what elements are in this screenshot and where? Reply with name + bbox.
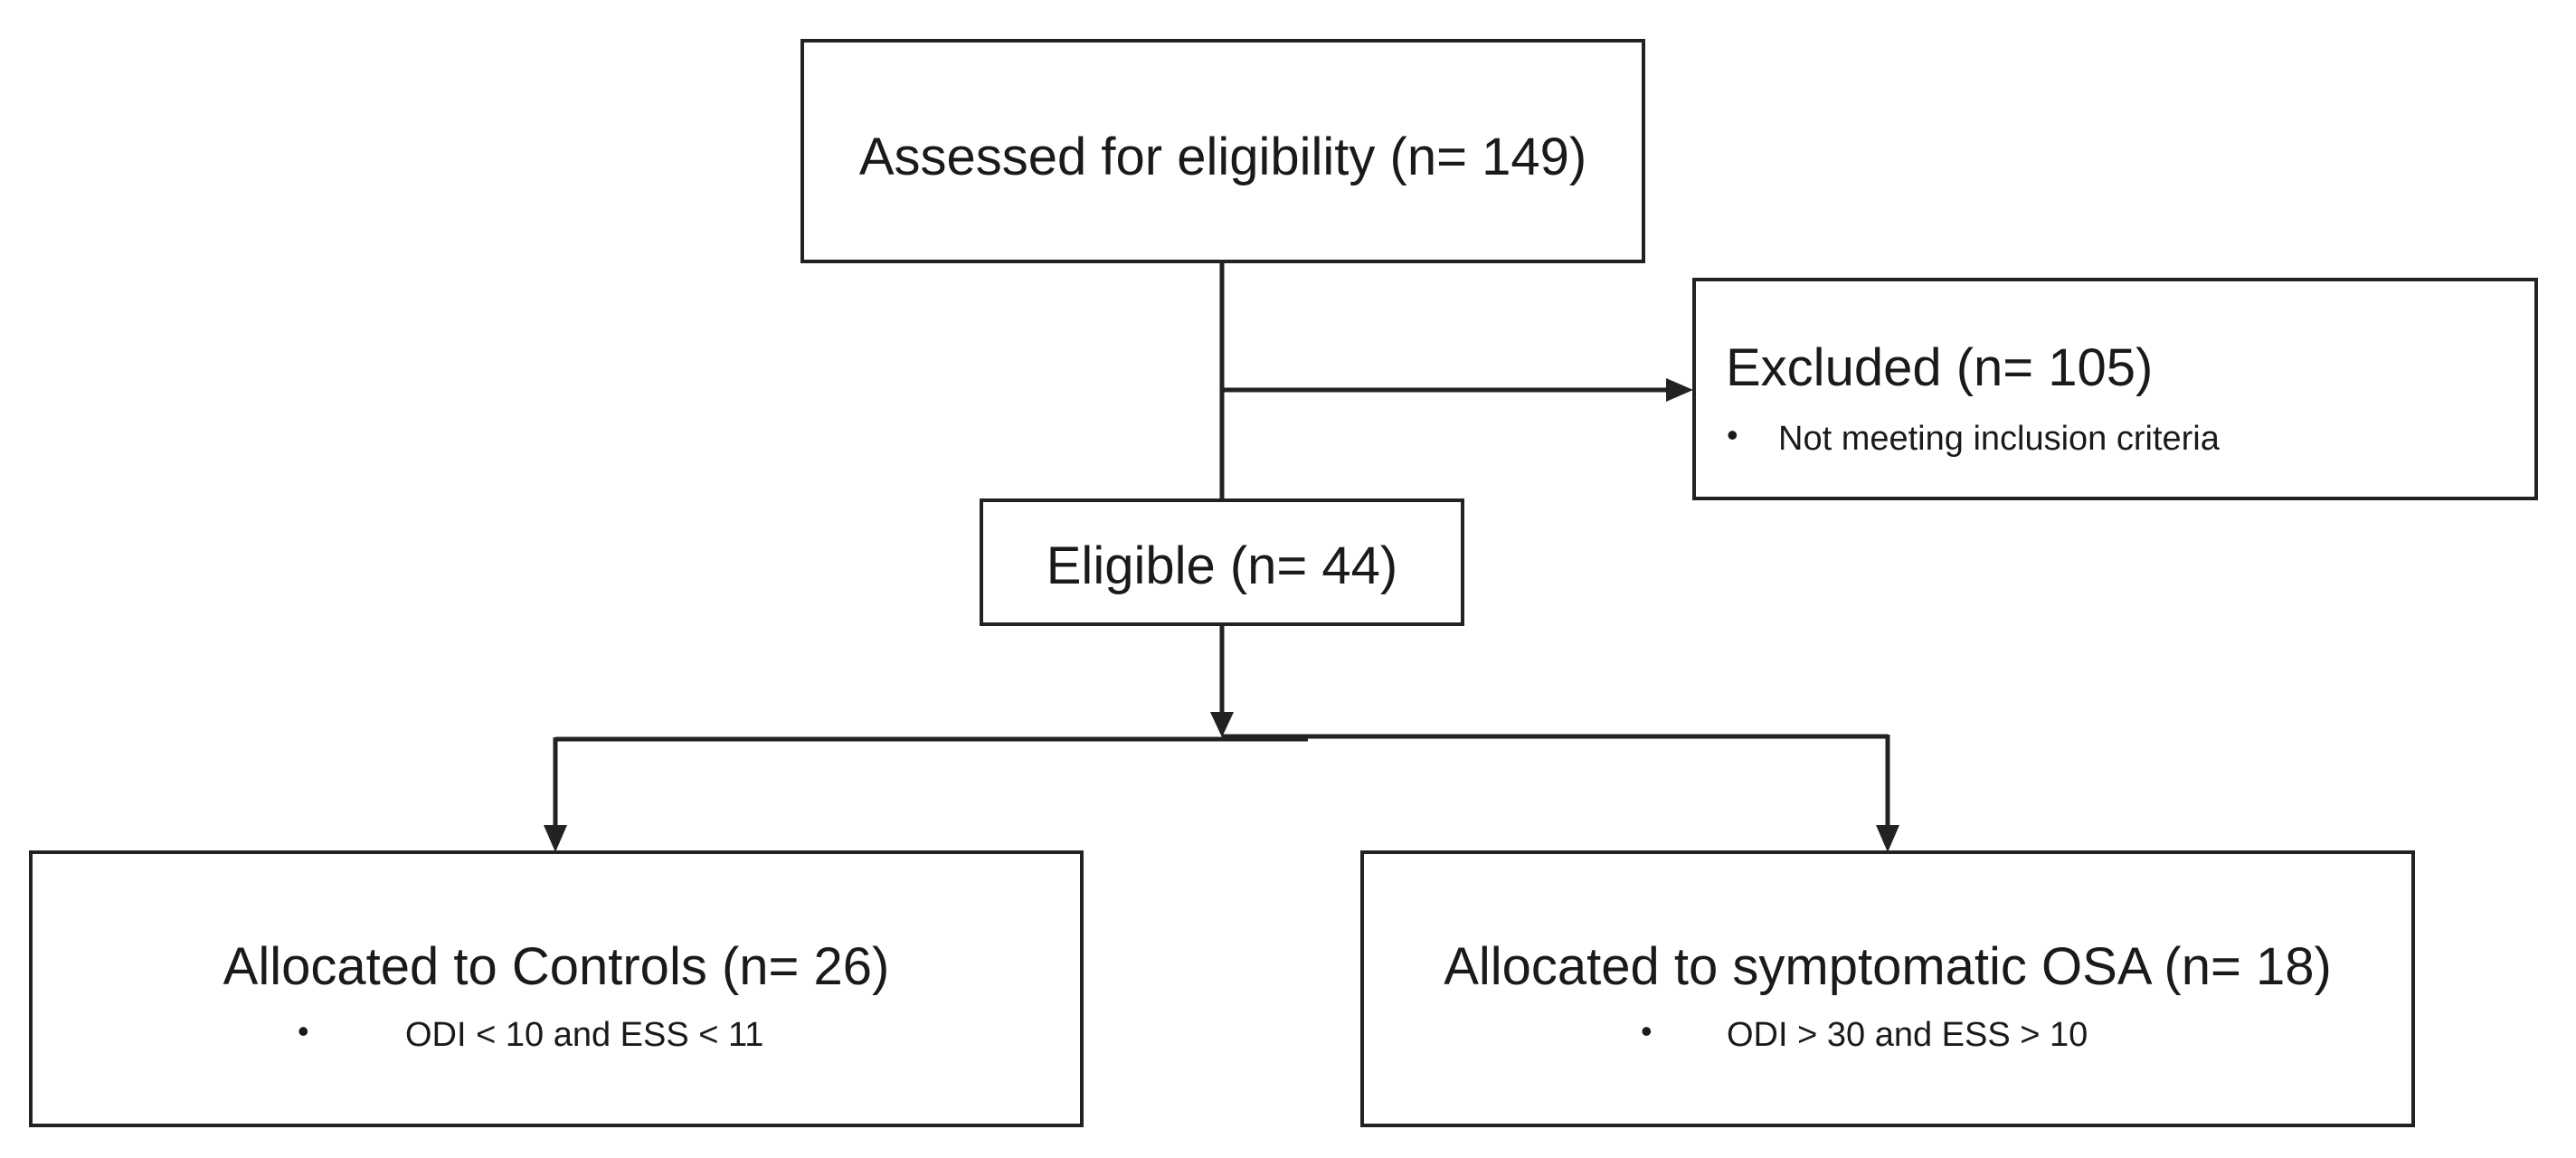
arrow-to-excluded bbox=[1666, 378, 1693, 402]
controls-bullet: • bbox=[298, 1012, 309, 1049]
osa-box: Allocated to symptomatic OSA (n= 18) • O… bbox=[1360, 850, 2415, 1127]
osa-bullet: • bbox=[1641, 1012, 1653, 1049]
eligible-title: Eligible (n= 44) bbox=[1046, 536, 1398, 595]
excluded-criteria: Not meeting inclusion criteria bbox=[1778, 420, 2220, 458]
controls-criteria: ODI < 10 and ESS < 11 bbox=[405, 1016, 764, 1054]
controls-box: Allocated to Controls (n= 26) • ODI < 10… bbox=[29, 850, 1084, 1127]
arrow-eligible-down bbox=[1210, 712, 1234, 737]
assessed-title: Assessed for eligibility (n= 149) bbox=[858, 128, 1587, 186]
excluded-title: Excluded (n= 105) bbox=[1726, 338, 2154, 397]
excluded-bullet: • bbox=[1727, 416, 1738, 453]
osa-title: Allocated to symptomatic OSA (n= 18) bbox=[1444, 937, 2332, 996]
controls-title: Allocated to Controls (n= 26) bbox=[223, 937, 890, 996]
arrow-to-controls bbox=[544, 825, 567, 852]
osa-criteria: ODI > 30 and ESS > 10 bbox=[1727, 1016, 2088, 1054]
assessed-box: Assessed for eligibility (n= 149) bbox=[800, 39, 1645, 263]
eligible-box: Eligible (n= 44) bbox=[980, 498, 1464, 626]
excluded-box: Excluded (n= 105) • Not meeting inclusio… bbox=[1692, 278, 2538, 500]
arrow-to-osa bbox=[1876, 825, 1899, 852]
